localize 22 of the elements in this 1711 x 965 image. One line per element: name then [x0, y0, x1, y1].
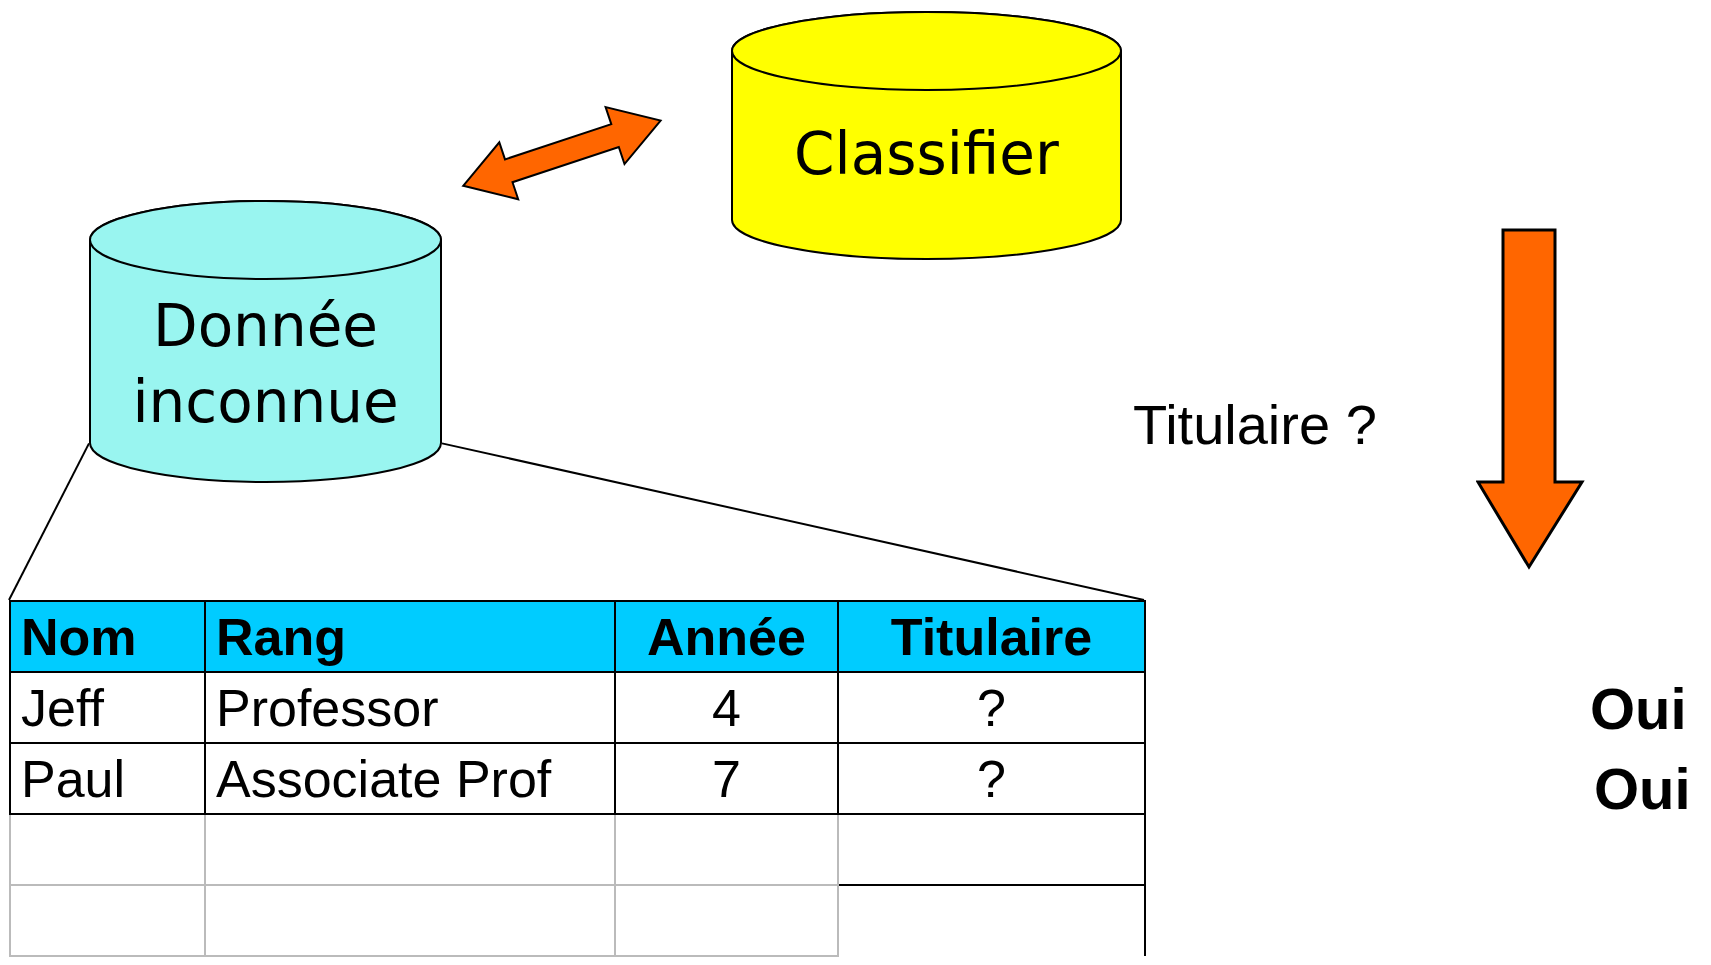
question-text: Titulaire ? [1133, 392, 1377, 457]
table-cell: ? [838, 743, 1145, 814]
leader-line [441, 442, 1145, 601]
answer-text: Oui [1590, 675, 1687, 742]
header-cell: Année [615, 601, 838, 672]
table-cell: 7 [615, 743, 838, 814]
database-cylinder [731, 11, 1122, 260]
leader-line [8, 442, 90, 601]
table-cell: Jeff [10, 672, 205, 743]
table-cell: Professor [205, 672, 615, 743]
cylinder-label: Classifier [793, 119, 1060, 190]
header-cell: Titulaire [838, 601, 1145, 672]
answer-text: Oui [1594, 755, 1691, 822]
table-cell: ? [838, 672, 1145, 743]
table-cell: Associate Prof [205, 743, 615, 814]
double-arrow [461, 105, 663, 201]
header-cell: Rang [205, 601, 615, 672]
table-cell: Paul [10, 743, 205, 814]
header-cell: Nom [10, 601, 205, 672]
cylinder-label: Donnée inconnue [131, 291, 400, 438]
table-cell: 4 [615, 672, 838, 743]
database-cylinder [89, 200, 442, 483]
